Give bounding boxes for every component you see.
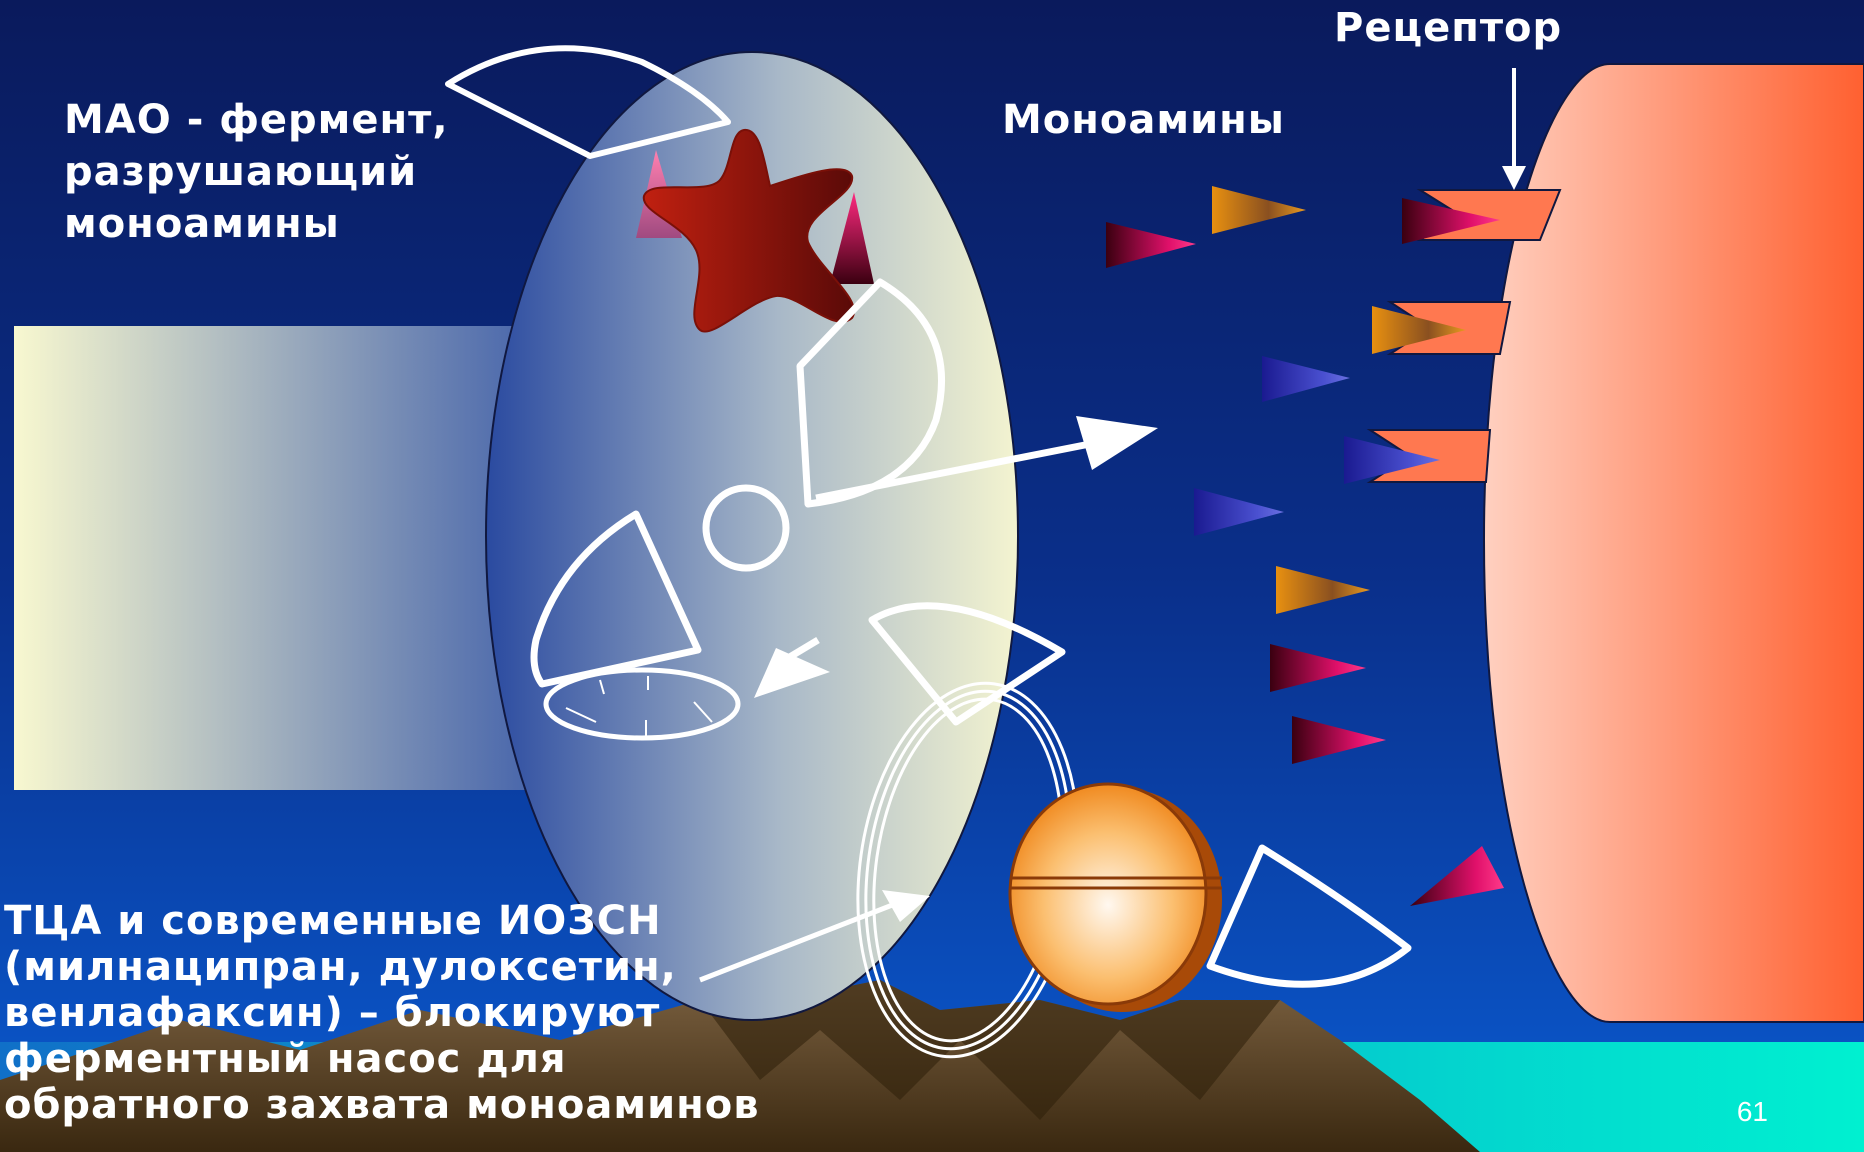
drugs-label-line: венлафаксин) – блокируют: [4, 990, 660, 1036]
drugs-label: ТЦА и современные ИОЗСН (милнаципран, ду…: [4, 898, 760, 1128]
drugs-label-line: (милнаципран, дулоксетин,: [4, 944, 677, 990]
drugs-label-line: ТЦА и современные ИОЗСН: [4, 898, 662, 944]
monoamines-label: Моноамины: [1002, 94, 1285, 146]
mao-label: МАО - фермент, разрушающий моноамины: [64, 94, 449, 250]
pill: [1010, 784, 1206, 1004]
receptor-label: Рецептор: [1334, 2, 1562, 54]
mao-label-line: разрушающий: [64, 149, 417, 195]
drugs-label-line: обратного захвата моноаминов: [4, 1082, 760, 1128]
page-number: 61: [1737, 1096, 1768, 1128]
mao-label-line: МАО - фермент,: [64, 97, 449, 143]
drugs-label-line: ферментный насос для: [4, 1036, 567, 1082]
mao-label-line: моноамины: [64, 201, 340, 247]
